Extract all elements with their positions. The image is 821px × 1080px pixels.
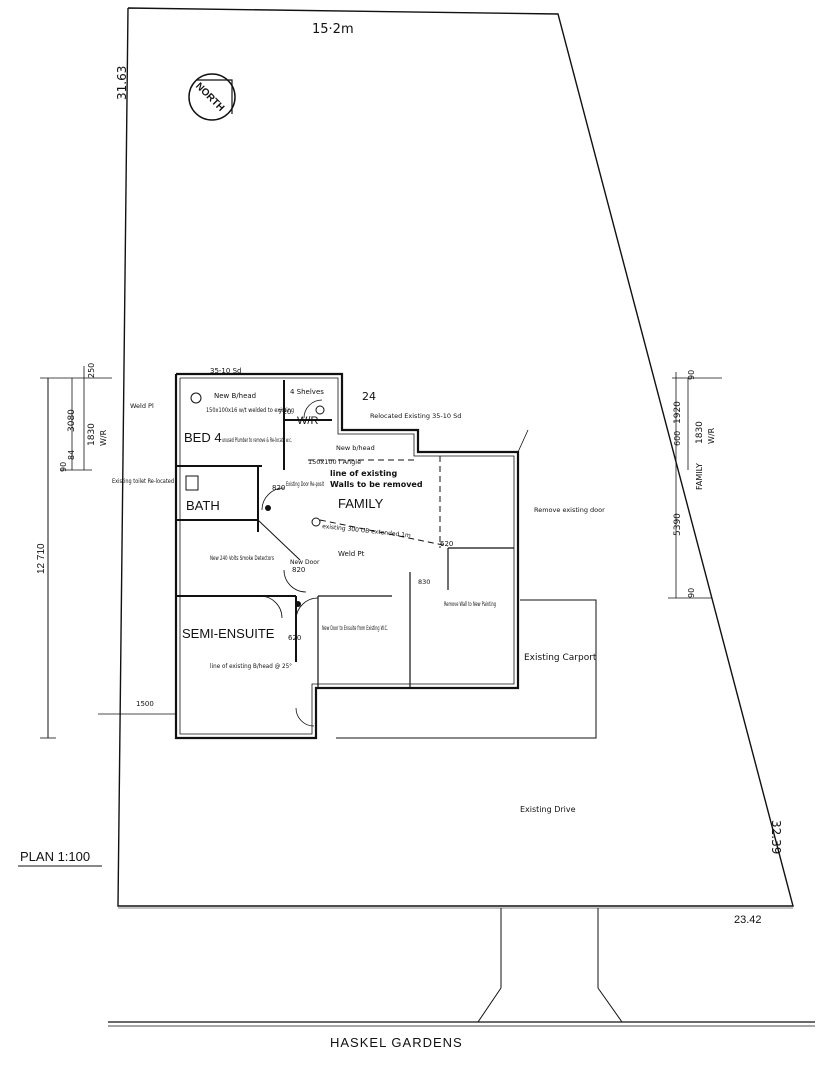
dim-left-3080: 3080 [67,409,77,432]
note-new-bhead: New B/head [214,392,256,400]
room-label-bed4: BED 4 [184,430,222,445]
street-name: HASKEL GARDENS [330,1035,463,1050]
dim-right-1830: 1830 [695,421,705,444]
dim-right-wir: W/R [707,427,716,444]
note-welded-box: 150x100x16 w/t welded to existing [206,407,294,414]
note-existing-uc: existing 300 UB extended 1m [322,523,412,539]
note-remove-wall: Remove Wall to New Painting [444,600,496,608]
room-label-wir: W/R [297,415,318,427]
top-boundary-dimension: 15·2m [312,22,354,37]
note-size-top: 35-10 Sd [210,367,241,375]
dim-right-90a: 90 [687,370,696,380]
note-existing-toilet: Existing toilet Re-located [112,478,174,485]
site-boundary [117,7,794,909]
dim-right-90b: 90 [687,588,696,598]
bottom-boundary-dimension: 23.42 [734,914,762,926]
room-label-bath: BATH [186,498,220,513]
walls-to-be-removed [308,456,449,548]
left-boundary-dimension: 31.63 [115,66,129,100]
north-arrow-icon: NORTH [188,73,236,121]
house-outer-walls [174,372,529,740]
north-label: NORTH [193,81,226,114]
left-dimension-lines [40,366,176,739]
driveway-crossover [477,908,623,1023]
dim-left-84: 84 [67,450,76,460]
right-boundary-dimension: 32.39 [769,820,783,854]
note-door-720: 720 [278,408,291,416]
note-existing-carport: Existing Carport [524,653,597,663]
note-new-bhead-2: New b/head [336,444,375,452]
dim-left-wir: W/R [99,429,108,446]
note-line-of-existing: line of existing [330,469,398,478]
carport-outline [336,599,597,739]
dim-right-1920: 1920 [673,401,683,424]
note-door-620b: 620 [288,634,301,642]
note-angle: 150x100 l Angle [308,458,361,466]
note-shelves: 4 Shelves [290,388,324,396]
dim-left-90: 90 [59,462,68,472]
note-walls-removed: Walls to be removed [330,480,423,489]
note-door-820a: 820 [272,484,285,492]
internal-walls [176,380,514,688]
dim-right-5390: 5390 [673,513,683,536]
room-label-semi-ensuite: SEMI-ENSUITE [182,626,275,641]
note-new-door: New Door [290,559,320,566]
fixtures [185,392,325,607]
note-weld-pt: Weld Pt [338,550,365,558]
door-swings [259,399,323,727]
note-dim-1500: 1500 [136,700,154,708]
note-weld-pl: Weld Pl [130,402,154,410]
note-existing-door: Existing Door Re-posit [286,481,324,488]
room-label-family: FAMILY [338,496,384,511]
dim-left-12710: 12 710 [36,543,47,574]
dim-right-family: FAMILY [695,463,704,490]
note-relocated: Relocated Existing 35-10 Sd [370,412,461,420]
note-smoke-detectors: New 240 Volts Smoke Detectors [210,554,274,562]
dim-right-600: 600 [673,431,682,446]
note-existing-drive: Existing Drive [520,805,576,814]
dim-left-250: 250 [87,363,96,378]
right-dimension-lines [668,372,722,599]
dim-left-1830: 1830 [87,423,97,446]
street-kerb [108,1021,815,1027]
note-24: 24 [362,390,376,403]
note-door-820b: 820 [292,566,305,574]
dimension-labels: 12 710 3080 1830 W/R 84 90 250 1920 1830… [36,363,716,598]
note-remove-door: Remove existing door [534,506,605,514]
note-new-door-ensuite: New Door to Ensuite from Existing W.C. [322,625,388,632]
plan-scale-label: PLAN 1:100 [20,849,90,864]
annotation-notes: 35-10 Sd New B/head 4 Shelves Weld Pl 15… [112,367,605,814]
note-line-bhead: line of existing B/head @ 25° [210,662,292,670]
note-door-830: 830 [418,578,430,586]
note-door-620a: 620 [440,540,453,548]
note-unused-plumber: unused Plumber to remove & Re-locate w.c… [222,437,292,444]
